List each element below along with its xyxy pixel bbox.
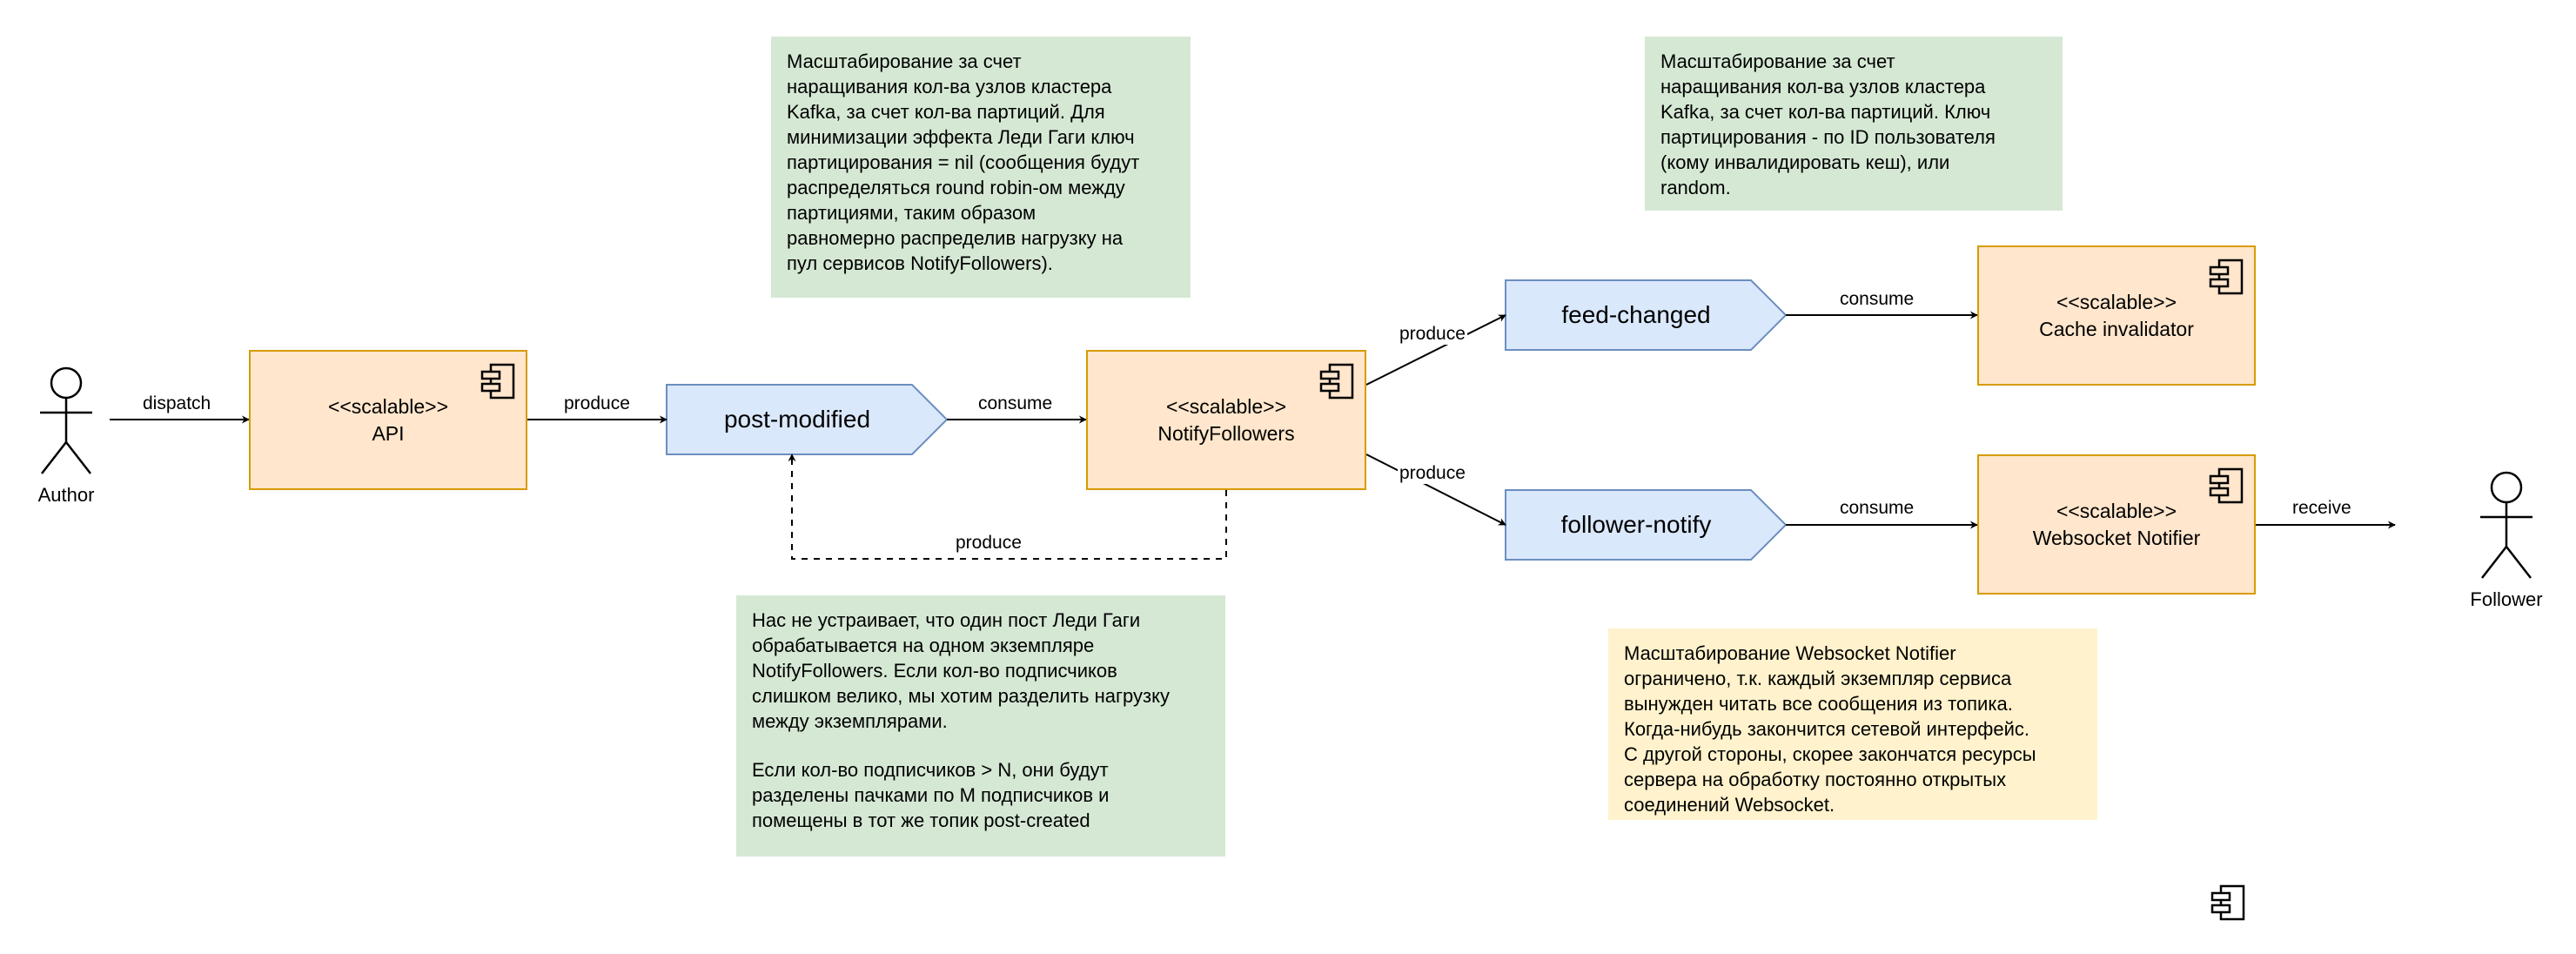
topic-feed-changed[interactable]: feed-changed [1561,301,1711,328]
edge-label-consume-feed: consume [1838,289,1916,310]
note-line: Нас не устраивает, что один пост Леди Га… [752,609,1141,631]
author-label: Author [37,484,95,506]
note-line: минимизации эффекта Леди Гаги ключ [787,126,1135,148]
component-api[interactable]: <<scalable>> API [249,350,527,490]
follower-label: Follower [2470,588,2543,610]
follower-actor-icon [2480,471,2532,579]
edge-label-produce-feed: produce [1398,324,1467,345]
component-notify-followers[interactable]: <<scalable>> NotifyFollowers [1086,350,1366,490]
component-name: NotifyFollowers [1157,421,1295,445]
note-line: Масштабирование за счет [787,50,1022,72]
note-line: ограничено, т.к. каждый экземпляр сервис… [1624,668,2012,689]
component-name: Websocket Notifier [2032,526,2201,549]
topic-post-modified[interactable]: post-modified [723,406,871,433]
component-icon [1319,363,1354,400]
note-line: слишком велико, мы хотим разделить нагру… [752,685,1170,707]
note-line: Kafka, за счет кол-ва партиций. Для [787,101,1105,123]
component-icon [2209,467,2244,504]
note-line: сервера на обработку постоянно открытых [1624,769,2007,790]
component-icon [480,363,515,400]
component-name: Cache invalidator [2039,317,2194,340]
note-line: равномерно распределив нагрузку на [787,227,1124,249]
note-line: соединений Websocket. [1624,794,1835,816]
note-line: разделены пачками по M подписчиков и [752,784,1110,806]
note-line: Когда-нибудь закончится сетевой интерфей… [1624,718,2030,740]
component-stereotype: <<scalable>> [2056,499,2177,522]
note-line: партицирования = nil (сообщения будут [787,151,1140,173]
component-name: API [372,421,405,445]
topic-follower-notify[interactable]: follower-notify [1560,511,1712,538]
note-line: Масштабирование за счет [1660,50,1895,72]
note-line: помещены в тот же топик post-created [752,810,1090,831]
edge-produce-follower [1365,453,1506,526]
edge-label-dispatch: dispatch [141,393,213,414]
note-line: Kafka, за счет кол-ва партиций. Ключ [1660,101,1991,123]
component-stereotype: <<scalable>> [327,394,449,418]
note-line: наращивания кол-ва узлов кластера [787,76,1112,97]
note-line: вынужден читать все сообщения из топика. [1624,693,2013,715]
edge-produce-feed [1365,314,1506,386]
note-line: (кому инвалидировать кеш), или [1660,151,1950,173]
edge-label-consume-post: consume [976,393,1055,414]
edge-produce-loop [788,453,1227,560]
note-line: партицирования - по ID пользователя [1660,126,1996,148]
note-line: пул сервисов NotifyFollowers). [787,252,1053,274]
author-actor-icon [40,366,92,474]
note-line: наращивания кол-ва узлов кластера [1660,76,1986,97]
note-line: Если кол-во подписчиков > N, они будут [752,759,1109,781]
note-line: NotifyFollowers. Если кол-во подписчиков [752,660,1117,682]
note-line: партициями, таким образом [787,202,1036,224]
edge-label-produce-api: produce [562,393,632,414]
edge-label-receive: receive [2291,498,2353,519]
note-lady-gaga: Нас не устраивает, что один пост Леди Га… [736,595,1225,857]
edge-label-consume-follower: consume [1838,498,1916,519]
note-kafka-feed-scaling: Масштабирование за счет наращивания кол-… [1645,37,2063,211]
note-line: random. [1660,177,1731,198]
edge-label-produce-loop: produce [954,533,1023,554]
note-line: распределяться round robin-ом между [787,177,1125,198]
note-websocket-scaling: Масштабирование Websocket Notifier огран… [1608,628,2097,820]
component-cache-invalidator[interactable]: <<scalable>> Cache invalidator [1977,245,2256,386]
topic-follower-notify-shape [1505,489,1788,561]
topic-post-modified-shape [666,384,949,455]
component-icon [2210,884,2245,921]
note-line: обрабатывается на одном экземпляре [752,635,1095,656]
note-line: Масштабирование Websocket Notifier [1624,642,1956,664]
note-paragraph: Если кол-во подписчиков > N, они будут р… [752,757,1210,833]
component-icon [2209,259,2244,295]
component-stereotype: <<scalable>> [2056,290,2177,313]
note-paragraph: Нас не устраивает, что один пост Леди Га… [752,608,1210,734]
edge-label-produce-follower: produce [1398,463,1467,484]
component-websocket-notifier[interactable]: <<scalable>> Websocket Notifier [1977,454,2256,595]
component-stereotype: <<scalable>> [1165,394,1287,418]
note-line: между экземплярами. [752,710,948,732]
topic-feed-changed-shape [1505,279,1788,351]
note-kafka-post-scaling: Масштабирование за счет наращивания кол-… [771,37,1191,298]
note-line: С другой стороны, скорее закончатся ресу… [1624,743,2036,765]
